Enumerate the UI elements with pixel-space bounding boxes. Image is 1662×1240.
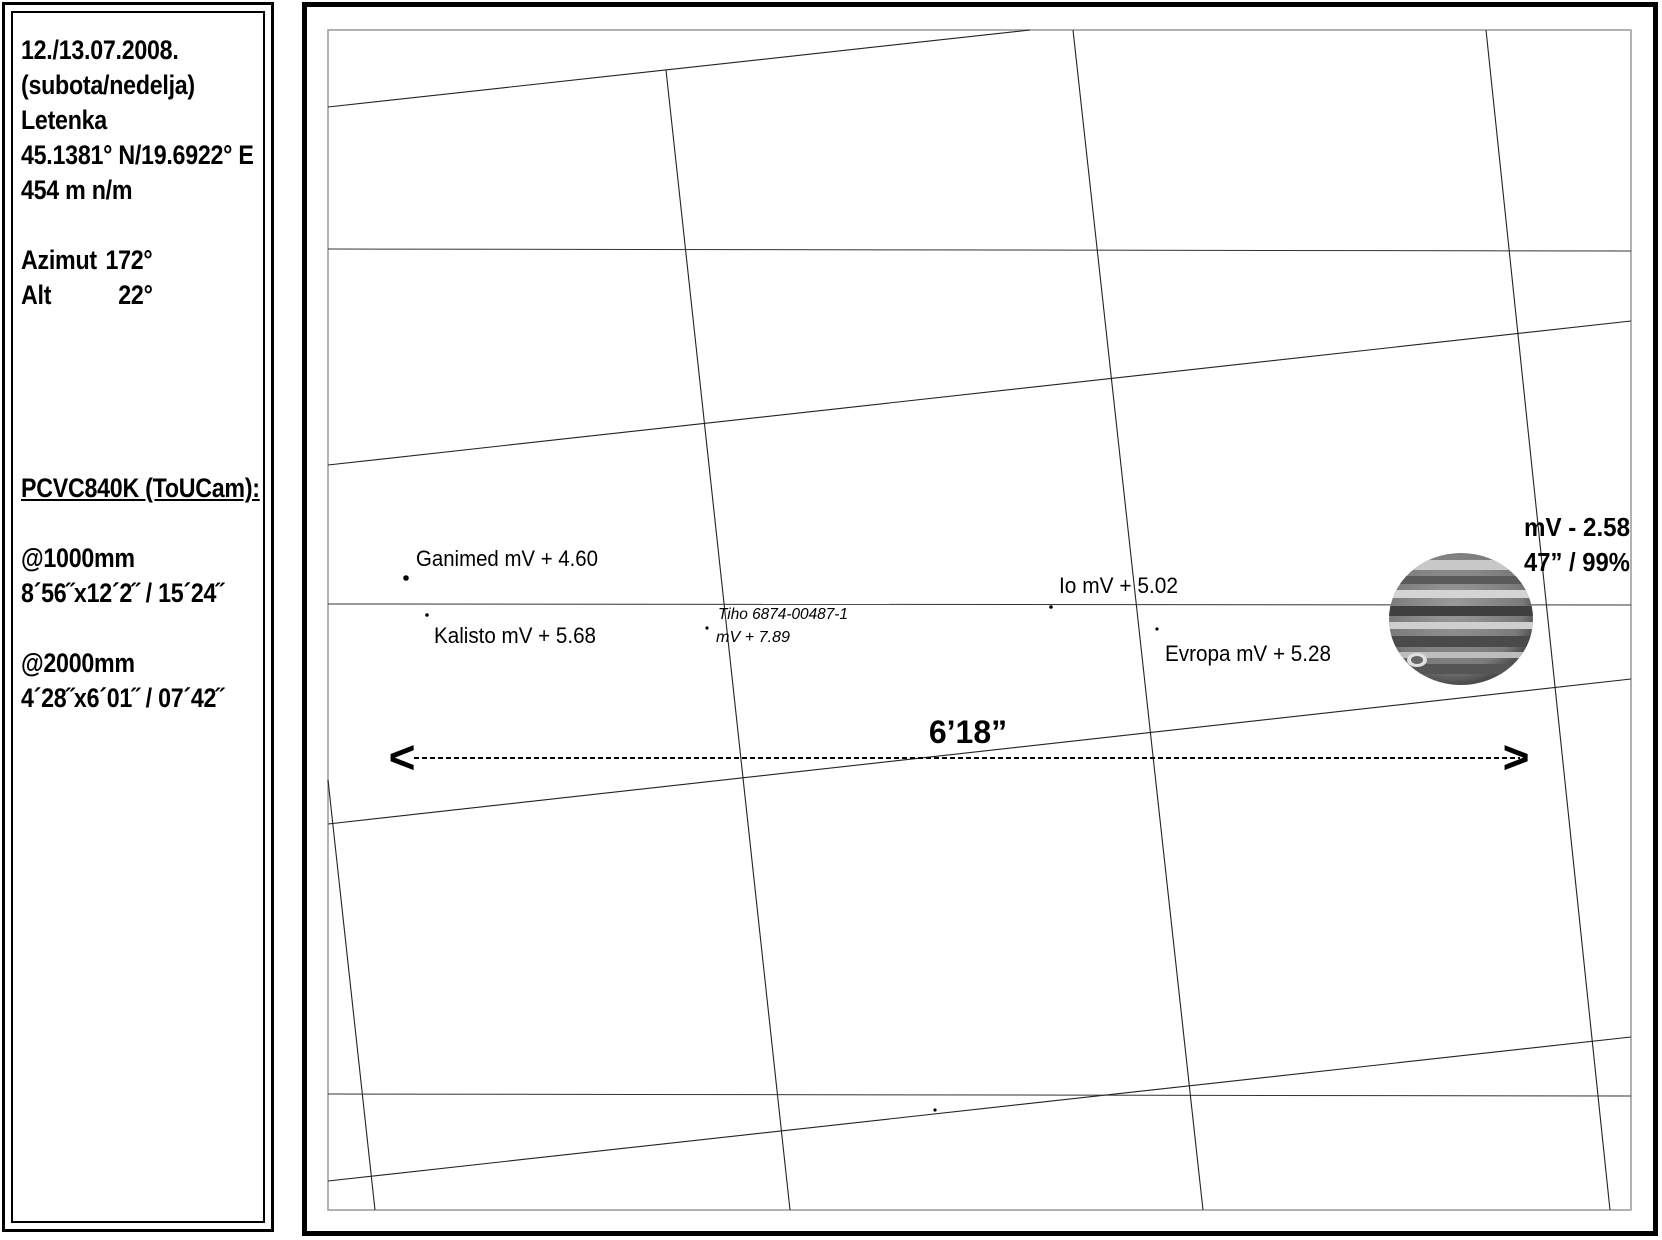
grid-line [327, 678, 1632, 825]
jupiter [1389, 553, 1533, 685]
tiho-star-dot [705, 626, 709, 630]
scale-arrow-right: > [1503, 731, 1530, 783]
jupiter-bands [1389, 560, 1533, 674]
object-labels: Ganimed mV + 4.60 Kalisto mV + 5.68 Tiho… [416, 546, 1331, 666]
jupiter-magnitude: mV - 2.58 [1524, 512, 1630, 542]
focal-length-1000: @1000mm [21, 543, 135, 573]
camera-name: PCVC840K (ToUCam): [21, 473, 260, 503]
info-panel: 12./13.07.2008. (subota/nedelja) Letenka… [2, 2, 274, 1232]
io-label: Io mV + 5.02 [1059, 573, 1178, 598]
camera-info: PCVC840K (ToUCam): @1000mm 8´56˝x12´2˝ /… [21, 471, 260, 716]
tiho-magnitude: mV + 7.89 [716, 629, 790, 646]
grid-line [327, 1036, 1632, 1182]
altitude-label: Alt [21, 280, 52, 310]
grid-line [327, 779, 376, 1211]
grid-line [665, 69, 791, 1211]
ganimed-label: Ganimed mV + 4.60 [416, 546, 598, 571]
scale-arrow-left: < [389, 731, 416, 783]
altitude-row: Alt 22° [21, 278, 254, 313]
scale-bar: < > 6’18” [389, 714, 1530, 783]
scale-label: 6’18” [929, 714, 1007, 750]
kalisto-label: Kalisto mV + 5.68 [434, 623, 596, 648]
ganimed-dot [403, 575, 409, 581]
jupiter-info: mV - 2.58 47” / 99% [1524, 512, 1630, 577]
azimuth-row: Azimut 172° [21, 243, 254, 278]
chart-inner-border [327, 29, 1632, 1211]
kalisto-dot [425, 613, 429, 617]
observation-coordinates: 45.1381° N/19.6922° E [21, 140, 254, 170]
grid-line [327, 320, 1632, 466]
grid-line [1485, 29, 1611, 1211]
observation-info: 12./13.07.2008. (subota/nedelja) Letenka… [21, 33, 254, 313]
observation-weekday: (subota/nedelja) [21, 70, 195, 100]
field-star-dot [933, 1108, 937, 1112]
field-of-view-2000: 4´28˝x6´01˝ / 07´42˝ [21, 683, 224, 713]
jupiter-size: 47” / 99% [1524, 547, 1630, 577]
observation-date: 12./13.07.2008. [21, 35, 179, 65]
field-of-view-1000: 8´56˝x12´2˝ / 15´24˝ [21, 578, 224, 608]
reference-line [327, 1093, 1632, 1097]
azimuth-label: Azimut [21, 245, 97, 275]
observation-location: Letenka [21, 105, 107, 135]
reference-line [327, 248, 1632, 252]
coordinate-grid [327, 29, 1632, 1211]
grid-line [327, 29, 1031, 108]
io-dot [1049, 605, 1053, 609]
grid-line [1072, 29, 1204, 1211]
tiho-label: Tiho 6874-00487-1 [718, 606, 848, 623]
stars [403, 575, 1159, 1112]
evropa-label: Evropa mV + 5.28 [1165, 641, 1331, 666]
info-panel-inner-border: 12./13.07.2008. (subota/nedelja) Letenka… [11, 11, 265, 1223]
azimuth-value: 172° [105, 245, 153, 275]
altitude-value: 22° [118, 280, 153, 310]
evropa-dot [1155, 627, 1159, 631]
observation-elevation: 454 m n/m [21, 175, 133, 205]
chart-frame [302, 2, 1658, 1236]
focal-length-2000: @2000mm [21, 648, 135, 678]
